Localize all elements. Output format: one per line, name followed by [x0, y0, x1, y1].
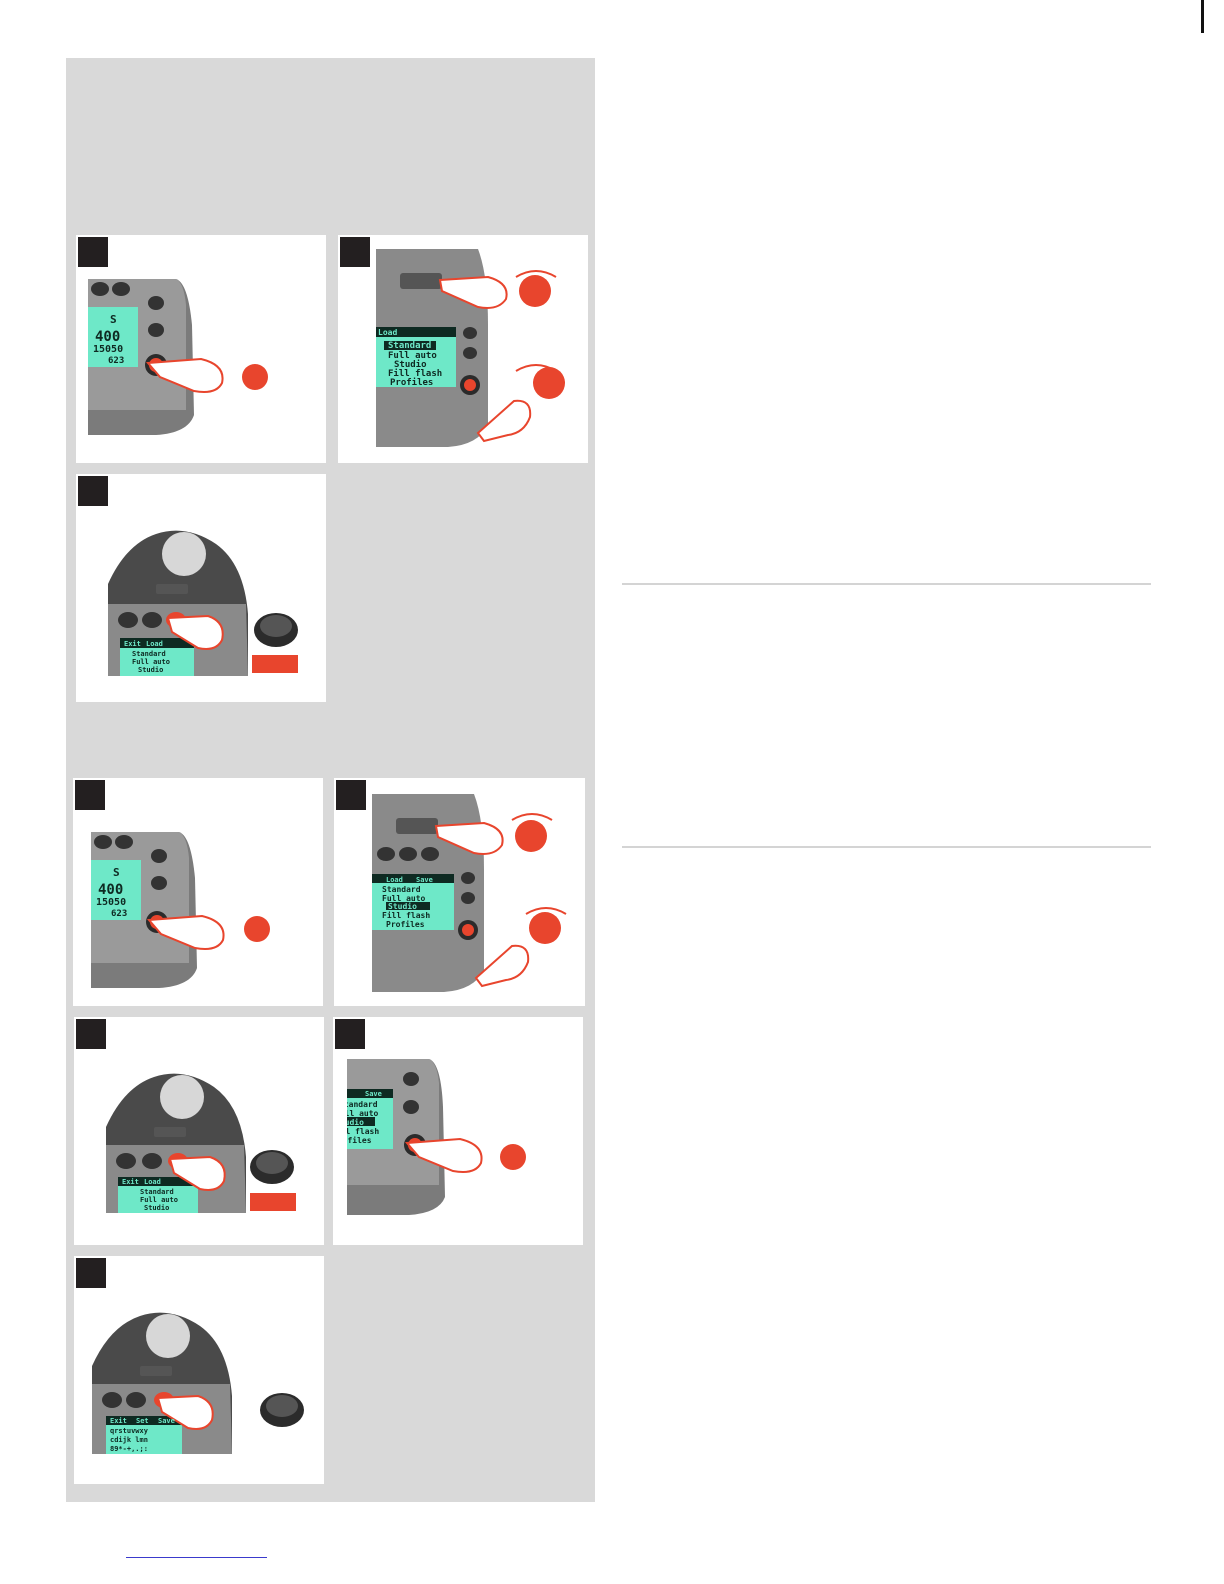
lcd-menu-load: Load: [146, 640, 163, 648]
rear-wheel-indicator: [529, 912, 561, 944]
section-divider: [622, 846, 1151, 848]
lcd-menu: Load Standard Full auto Studio Fill flas…: [376, 327, 456, 388]
camera-top-illustration: [92, 1312, 304, 1454]
lcd-menu-load: Load: [144, 1178, 161, 1186]
step-number-box: [76, 1019, 106, 1049]
lcd-menu-item: Standard: [382, 885, 421, 894]
camera-grip-back-illustration: [372, 794, 567, 992]
step-number-box: [340, 237, 370, 267]
lcd-menu-item: Fill flash: [382, 910, 430, 920]
camera-top-illustration: [106, 1073, 294, 1213]
lcd-menu: Exit Load Standard Full auto Studio: [118, 1177, 198, 1213]
front-wheel-indicator: [515, 820, 547, 852]
step-card-4: S 400 15050 623: [73, 778, 323, 1006]
lcd-menu-item: Full auto: [382, 894, 426, 903]
lcd-iso: 400: [95, 329, 120, 345]
lcd-menu: Save Standard Full auto Studio Fill flas…: [333, 1089, 393, 1149]
lcd-menu-item: Studio: [347, 1117, 364, 1127]
lcd-s-label: S: [110, 313, 117, 326]
step-card-5: Load Save Standard Full auto Studio Fill…: [334, 778, 585, 1006]
rear-wheel-indicator: [533, 367, 565, 399]
lcd-screen: S 400 15050 623: [92, 311, 138, 367]
camera-top-illustration: [108, 530, 298, 676]
lcd-charset-row: 89*-+,.;:: [110, 1445, 148, 1453]
step-number-box: [78, 476, 108, 506]
lcd-charset-row: qrstuvwxy: [110, 1427, 149, 1435]
button-indicator-bar: [252, 655, 298, 673]
lcd-exposure: 15050: [93, 344, 123, 355]
lcd-menu: Load Save Standard Full auto Studio Fill…: [372, 874, 454, 930]
step-card-8: Exit Set Save qrstuvwxy cdijk lmn 89*-+,…: [74, 1256, 324, 1484]
lcd-menu-item: Full auto: [132, 658, 170, 666]
lcd-menu-item: Studio: [144, 1204, 169, 1212]
lcd-menu-load: Load: [386, 876, 403, 884]
step-card-1: S 400 15050 623: [76, 235, 326, 463]
step-indicator-dot: [244, 916, 270, 942]
lcd-charset-row: cdijk lmn: [110, 1436, 148, 1444]
lcd-menu-item: Standard: [132, 650, 166, 658]
lcd-frames: 623: [111, 909, 127, 919]
step-number-box: [75, 780, 105, 810]
lcd-exposure: 15050: [96, 897, 126, 908]
step-number-box: [76, 1258, 106, 1288]
step-indicator-dot: [500, 1144, 526, 1170]
lcd-menu-item: Profiles: [347, 1135, 372, 1145]
lcd-frames: 623: [108, 356, 124, 366]
lcd-menu-exit: Exit: [124, 640, 141, 648]
lcd-menu-exit: Exit: [122, 1178, 139, 1186]
lcd-edit-exit: Exit: [110, 1417, 127, 1425]
lcd-s-label: S: [113, 866, 120, 879]
lcd-menu-item: Profiles: [390, 377, 433, 387]
lcd-menu: Exit Load Standard Full auto Studio: [120, 638, 194, 676]
lcd-menu-load: Load: [378, 328, 397, 337]
camera-grip-front-illustration: [88, 279, 224, 435]
step-number-box: [336, 780, 366, 810]
lcd-menu-item: Full auto: [388, 351, 437, 361]
step-number-box: [78, 237, 108, 267]
lcd-menu-item: Studio: [394, 359, 427, 370]
button-indicator-bar: [250, 1193, 296, 1211]
camera-grip-front-illustration: [91, 832, 225, 988]
lcd-menu-item: Full auto: [140, 1196, 178, 1204]
step-indicator-dot: [242, 364, 268, 390]
lcd-menu-item: Fill flash: [347, 1126, 379, 1136]
section-divider: [622, 583, 1151, 585]
page-edge-mark: [1201, 0, 1204, 33]
step-number-box: [335, 1019, 365, 1049]
step-card-2: Load Standard Full auto Studio Fill flas…: [338, 235, 588, 463]
lcd-character-editor: Exit Set Save qrstuvwxy cdijk lmn 89*-+,…: [106, 1416, 182, 1454]
lcd-menu-save: Save: [416, 876, 433, 884]
camera-grip-front-illustration: [347, 1059, 483, 1215]
lcd-menu-item: Fill flash: [388, 368, 442, 379]
front-wheel-indicator: [519, 275, 551, 307]
step-card-6: Exit Load Standard Full auto Studio: [74, 1017, 324, 1245]
lcd-iso: 400: [98, 882, 123, 898]
lcd-menu-item: Profiles: [386, 919, 425, 929]
lcd-screen: S 400 15050 623: [95, 864, 141, 920]
lcd-menu-item: Standard: [347, 1100, 378, 1109]
lcd-menu-item: Standard: [388, 341, 431, 351]
lcd-edit-save: Save: [158, 1417, 175, 1425]
step-card-7: Save Standard Full auto Studio Fill flas…: [333, 1017, 583, 1245]
footer-link-underline: [126, 1557, 267, 1558]
step-card-3: Exit Load Standard Full auto Studio: [76, 474, 326, 702]
lcd-menu-save: Save: [365, 1090, 382, 1098]
lcd-menu-item: Standard: [140, 1188, 174, 1196]
camera-grip-back-illustration: [376, 249, 557, 447]
lcd-edit-set: Set: [136, 1417, 149, 1425]
lcd-menu-item: Studio: [138, 666, 163, 674]
lcd-menu-item: Studio: [388, 901, 417, 911]
lcd-menu-item: Full auto: [347, 1109, 379, 1118]
